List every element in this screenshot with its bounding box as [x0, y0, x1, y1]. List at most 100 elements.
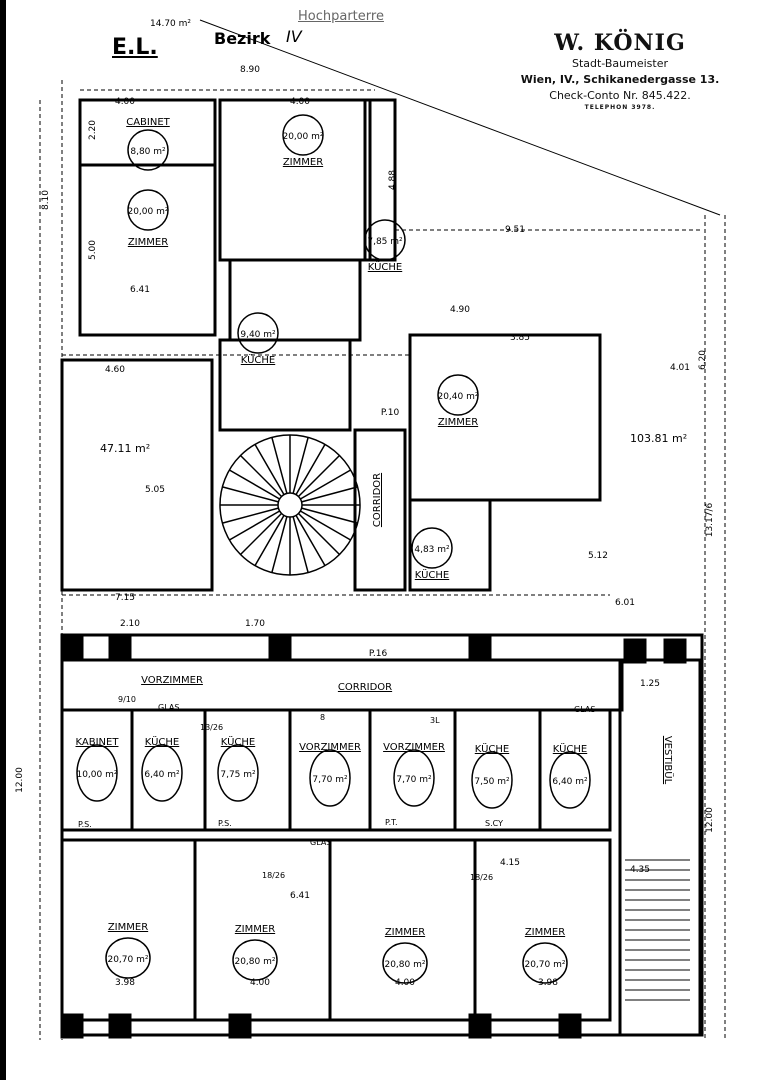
stair-tread	[295, 444, 326, 495]
room-area: 7,70 m²	[312, 775, 348, 785]
area-circle	[471, 751, 513, 809]
area-circle	[364, 219, 406, 261]
room-area: 9,40 m²	[240, 330, 276, 340]
floor-code: E.L.	[112, 35, 158, 60]
stair-tread	[254, 515, 285, 566]
area-circle	[127, 129, 169, 171]
plan-note: GLAS	[574, 705, 595, 714]
room-area: 4,83 m²	[414, 545, 450, 555]
room-area: 20,40 m²	[437, 392, 478, 402]
room-name: KABINET	[76, 737, 120, 748]
room-name: CABINET	[126, 117, 170, 128]
room-name: VORZIMMER	[383, 742, 445, 753]
room-name: VORZIMMER	[299, 742, 361, 753]
diagonal-line	[199, 19, 721, 216]
stair-tread	[300, 469, 351, 500]
wall-pier	[663, 638, 687, 664]
dimension-label: P.10	[381, 408, 400, 418]
room-name: ZIMMER	[108, 922, 148, 933]
area-circle	[141, 744, 183, 802]
dimension-label: P.16	[369, 649, 388, 659]
room-area: 20,00 m²	[282, 132, 323, 142]
stair-tread	[271, 516, 288, 573]
room-name: ZIMMER	[438, 417, 478, 428]
area-note: 14.70 m²	[150, 19, 192, 29]
plan-note: 9/10	[118, 695, 136, 704]
wall	[473, 838, 612, 1022]
stair-tread	[254, 444, 285, 495]
wall	[288, 708, 372, 832]
dimension-label: 8.90	[240, 65, 260, 75]
room-name: KÜCHE	[475, 742, 509, 755]
courtyard-area: 47.11 m²	[100, 442, 150, 455]
dimension-label: 1.25	[640, 679, 660, 689]
spiral-stair-core	[277, 492, 303, 518]
room-name: ZIMMER	[128, 237, 168, 248]
plan-note: P.T.	[385, 818, 398, 827]
stair-tread	[239, 454, 283, 498]
room-name: KÜCHE	[368, 260, 402, 273]
room-name: ZIMMER	[525, 927, 565, 938]
wall	[538, 708, 612, 832]
wall	[408, 333, 602, 502]
wall	[60, 633, 704, 1037]
wall	[453, 708, 542, 832]
room-area: 20,70 m²	[107, 955, 148, 965]
wall-pier	[60, 1013, 84, 1039]
dimension-label: 4.60	[105, 365, 125, 375]
room-name: KÜCHE	[553, 742, 587, 755]
dimension-label: 4.90	[450, 305, 470, 315]
dimension-label: 3.98	[538, 978, 558, 988]
wall	[408, 498, 492, 592]
dimension-label: 2.10	[120, 619, 140, 629]
room-area: 20,00 m²	[127, 207, 168, 217]
stair-tread	[301, 486, 358, 503]
room-area: 6,40 m²	[144, 770, 180, 780]
room-area: 20,80 m²	[234, 957, 275, 967]
room-name: KÜCHE	[241, 353, 275, 366]
room-area: 10,00 m²	[76, 770, 117, 780]
dimension-label: 7.15	[115, 593, 135, 603]
floor-annotation: Hochparterre	[298, 9, 384, 24]
architect-telephone: TELEPHON 3978.	[584, 104, 656, 111]
room-name: ZIMMER	[235, 924, 275, 935]
wall	[618, 658, 702, 1037]
wall-pier	[623, 638, 647, 664]
wall-pier	[108, 1013, 132, 1039]
room-name: CORRIDOR	[338, 682, 392, 693]
scan-edge	[0, 0, 6, 1080]
stair-tread	[297, 454, 341, 498]
dimension-label: 5.05	[145, 485, 165, 495]
wall-pier	[108, 633, 132, 659]
room-name: KÜCHE	[415, 568, 449, 581]
area-circle	[232, 939, 278, 981]
area-circle	[217, 744, 259, 802]
courtyard-area: 103.81 m²	[630, 432, 687, 445]
room-name: KÜCHE	[145, 735, 179, 748]
dimension-label: 4.00	[115, 97, 135, 107]
room-area: 7,75 m²	[220, 770, 256, 780]
dimension-label: 13.17/6	[705, 502, 715, 537]
room-name: VORZIMMER	[141, 675, 203, 686]
room-name: VESTIBÜL	[662, 736, 675, 785]
dimension-label: 4.35	[630, 865, 650, 875]
area-circle	[549, 751, 591, 809]
stair-tread	[301, 507, 358, 524]
area-circle	[105, 937, 151, 979]
area-circle	[437, 374, 479, 416]
plan-note: 3L	[430, 716, 440, 725]
plan-note: GLAS	[310, 838, 331, 847]
dimension-label: 3.98	[115, 978, 135, 988]
architect-title: Stadt-Baumeister	[571, 57, 669, 70]
plan-note: S.CY	[485, 819, 503, 828]
district-label: Bezirk	[214, 29, 271, 48]
dimension-label: 1.70	[245, 619, 265, 629]
wall	[368, 708, 457, 832]
dimension-label: 2.20	[88, 120, 98, 140]
room-area: 8,80 m²	[130, 147, 166, 157]
area-circle	[382, 942, 428, 984]
dimension-label: 4.00	[250, 978, 270, 988]
architect-name: W. KÖNIG	[554, 30, 686, 56]
area-circle	[411, 527, 453, 569]
